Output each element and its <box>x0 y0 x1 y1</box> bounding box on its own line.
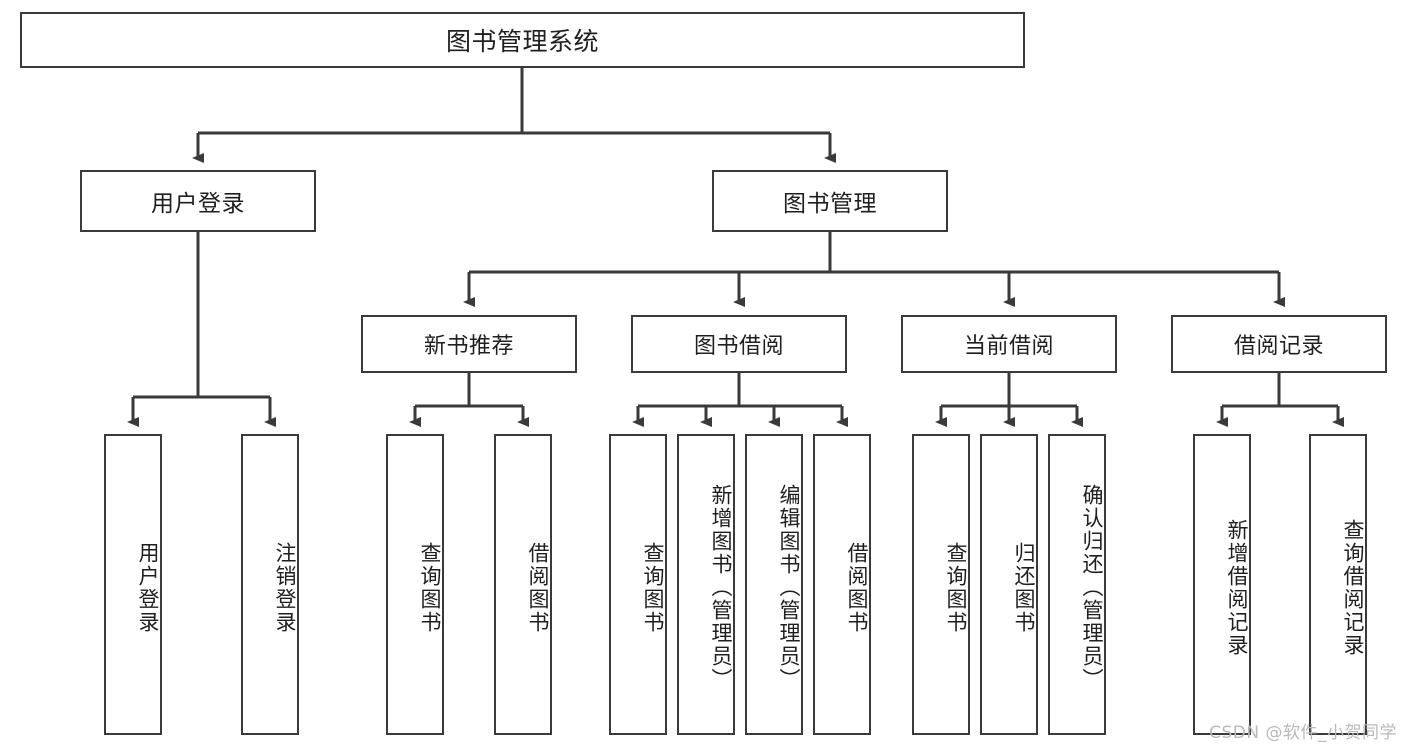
node-label: 新增图书（管理员） <box>709 484 733 691</box>
node-label: 用户登录 <box>151 191 245 217</box>
leaf-edit-book-admin[interactable]: 编辑图书（管理员） <box>745 434 803 735</box>
leaf-add-borrow-record[interactable]: 新增借阅记录 <box>1193 434 1251 735</box>
leaf-return-book[interactable]: 归还图书 <box>980 434 1038 735</box>
csdn-watermark: CSDN @软件_小贺同学 <box>1209 723 1397 743</box>
node-label: 编辑图书（管理员） <box>777 484 801 691</box>
leaf-add-book-admin[interactable]: 新增图书（管理员） <box>677 434 735 735</box>
leaf-query-borrow-record[interactable]: 查询借阅记录 <box>1309 434 1367 735</box>
leaf-borrow-book[interactable]: 借阅图书 <box>813 434 871 735</box>
node-label: 查询图书 <box>641 541 665 634</box>
node-user-login[interactable]: 用户登录 <box>80 170 316 232</box>
node-book-borrow[interactable]: 图书借阅 <box>631 315 847 373</box>
node-root-system[interactable]: 图书管理系统 <box>20 12 1025 68</box>
leaf-query-book-current[interactable]: 查询图书 <box>912 434 970 735</box>
leaf-query-book-recommend[interactable]: 查询图书 <box>386 434 444 735</box>
leaf-query-book-borrow[interactable]: 查询图书 <box>609 434 667 735</box>
node-label: 查询图书 <box>418 541 442 634</box>
node-label: 借阅记录 <box>1233 334 1324 359</box>
node-label: 查询借阅记录 <box>1341 518 1365 657</box>
node-new-book-recommend[interactable]: 新书推荐 <box>361 315 577 373</box>
node-current-borrow[interactable]: 当前借阅 <box>901 315 1117 373</box>
leaf-borrow-book-recommend[interactable]: 借阅图书 <box>494 434 552 735</box>
node-book-management[interactable]: 图书管理 <box>712 170 948 232</box>
node-label: 借阅图书 <box>526 541 550 634</box>
node-label: 用户登录 <box>136 541 160 634</box>
node-label: 查询图书 <box>944 541 968 634</box>
node-label: 新增借阅记录 <box>1225 518 1249 657</box>
node-label: 借阅图书 <box>845 541 869 634</box>
leaf-user-login[interactable]: 用户登录 <box>104 434 162 735</box>
node-label: 新书推荐 <box>423 334 514 359</box>
node-label: 图书借阅 <box>693 334 784 359</box>
node-label: 确认归还（管理员） <box>1080 484 1104 691</box>
node-label: 图书管理 <box>783 191 877 217</box>
leaf-user-logout[interactable]: 注销登录 <box>241 434 299 735</box>
node-borrow-record[interactable]: 借阅记录 <box>1171 315 1387 373</box>
node-label: 当前借阅 <box>963 334 1054 359</box>
node-label: 归还图书 <box>1012 541 1036 634</box>
leaf-confirm-return-admin[interactable]: 确认归还（管理员） <box>1048 434 1106 735</box>
node-label: 注销登录 <box>273 541 297 634</box>
node-label: 图书管理系统 <box>445 27 599 56</box>
